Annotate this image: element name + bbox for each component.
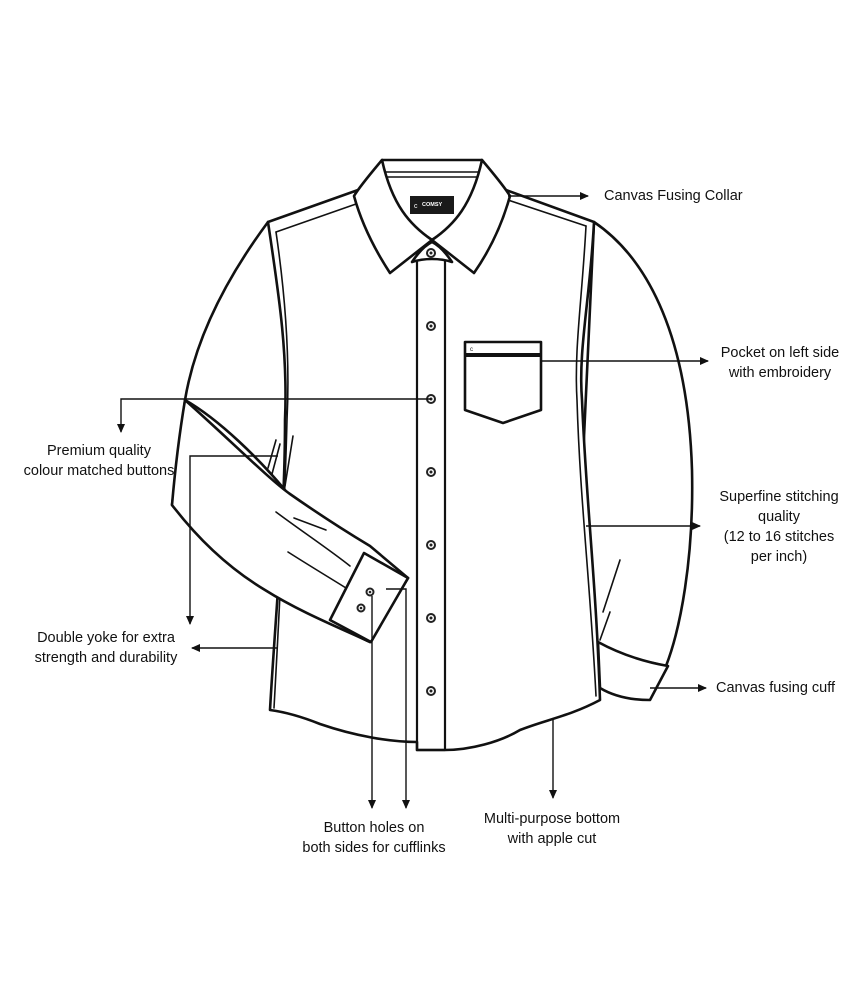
callout-cufflinks-line1: Button holes on — [323, 820, 425, 836]
left-sleeve — [170, 220, 410, 644]
callout-stitching-line2: quality — [758, 509, 800, 525]
callout-yoke-line1: Double yoke for extra — [37, 630, 175, 646]
brand-label-text: COMSY — [422, 202, 443, 208]
callout-bottom: Multi-purpose bottom with apple cut — [472, 809, 632, 849]
leader-lines — [117, 192, 709, 809]
callout-stitching: Superfine stitching quality (12 to 16 st… — [708, 487, 850, 567]
callout-stitching-line3: (12 to 16 stitches — [723, 529, 835, 545]
callout-bottom-line2: with apple cut — [507, 831, 597, 847]
callout-buttons-line2: colour matched buttons — [23, 463, 175, 479]
svg-text:c: c — [414, 203, 418, 210]
callout-stitching-line1: Superfine stitching — [719, 489, 839, 505]
right-cuff — [596, 640, 670, 702]
callout-pocket-line1: Pocket on left side — [720, 345, 840, 361]
callout-yoke-line2: strength and durability — [34, 650, 178, 666]
callout-cufflinks-line2: both sides for cufflinks — [302, 840, 446, 856]
callout-collar: Canvas Fusing Collar — [604, 186, 743, 206]
callout-buttons: Premium quality colour matched buttons — [0, 441, 198, 481]
callout-cuff: Canvas fusing cuff — [716, 678, 835, 698]
callout-pocket: Pocket on left side with embroidery — [710, 343, 850, 383]
callout-cufflinks: Button holes on both sides for cufflinks — [286, 818, 462, 858]
callout-yoke: Double yoke for extra strength and durab… — [20, 628, 192, 668]
callout-cuff-line1: Canvas fusing cuff — [716, 680, 836, 696]
brand-label: c COMSY — [410, 196, 454, 214]
placket-buttons — [426, 248, 436, 696]
callout-stitching-line4: per inch) — [750, 549, 808, 565]
left-cuff — [328, 551, 410, 644]
right-sleeve — [580, 220, 694, 702]
callout-collar-line1: Canvas Fusing Collar — [604, 188, 743, 204]
callout-buttons-line1: Premium quality — [47, 443, 151, 459]
svg-text:c: c — [470, 347, 473, 353]
callout-bottom-line1: Multi-purpose bottom — [483, 811, 621, 827]
chest-pocket: c — [463, 340, 543, 425]
callout-pocket-line2: with embroidery — [728, 365, 832, 381]
